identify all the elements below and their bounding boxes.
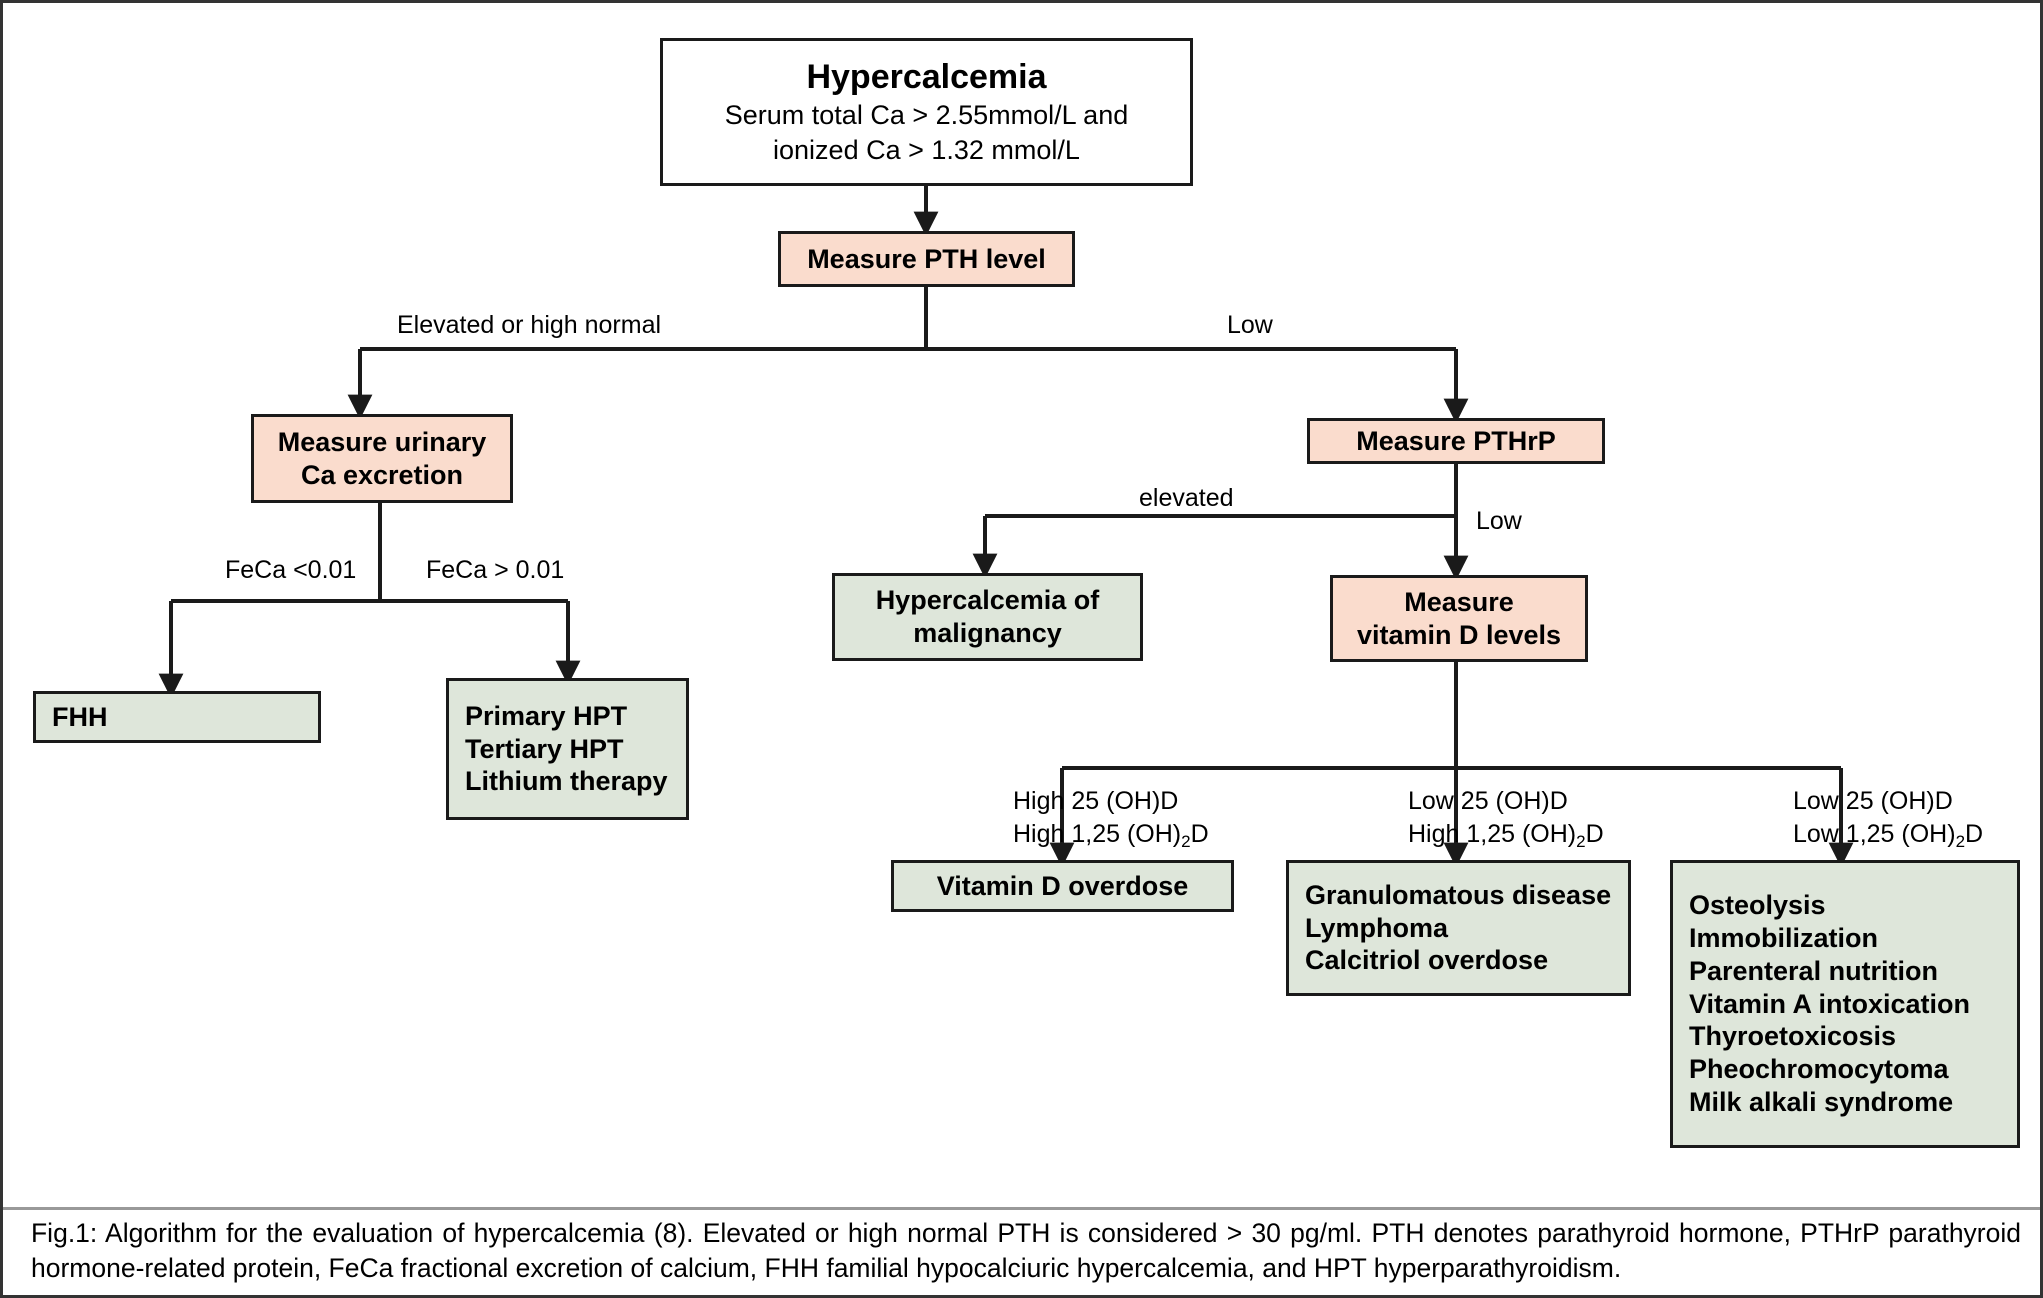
node-hypercalcemia-title: Hypercalcemia [806, 57, 1047, 96]
edge-label-vitd-branch-1-line-2: High 1,25 (OH)2D [1013, 818, 1209, 851]
node-granulomatous-line-1: Granulomatous disease [1305, 879, 1612, 910]
edge-label-vitd-branch-2-line-1: Low 25 (OH)D [1408, 787, 1568, 815]
edge-label-vitd-branch-1: High 25 (OH)D High 1,25 (OH)2D [1013, 785, 1209, 851]
node-other-causes-line-3: Parenteral nutrition [1689, 955, 1939, 986]
edge-label-vitd-branch-2-line-2-post: D [1585, 820, 1604, 848]
node-other-causes-line-4: Vitamin A intoxication [1689, 988, 1971, 1019]
edge-label-feca-high: FeCa > 0.01 [426, 556, 565, 584]
node-measure-pthrp-label: Measure PTHrP [1356, 425, 1556, 456]
edge-label-vitd-branch-2-line-2-sub: 2 [1576, 831, 1586, 851]
node-primary-hpt-line-1: Primary HPT [465, 700, 628, 731]
node-granulomatous-line-2: Lymphoma [1305, 912, 1449, 943]
edge-label-vitd-branch-2-line-2-pre: High 1,25 (OH) [1408, 820, 1577, 848]
node-measure-urinary-ca-excretion: Measure urinary Ca excretion [251, 414, 513, 503]
node-fhh: FHH [33, 691, 321, 743]
edge-label-vitd-branch-1-line-2-sub: 2 [1181, 831, 1191, 851]
node-hypercalcemia-of-malignancy: Hypercalcemia of malignancy [832, 573, 1143, 661]
node-measure-vitd-line-1: Measure [1404, 586, 1514, 617]
node-other-causes-line-7: Milk alkali syndrome [1689, 1087, 1954, 1118]
caption-divider [3, 1207, 2040, 1210]
node-hypercalcemia: Hypercalcemia Serum total Ca > 2.55mmol/… [660, 38, 1193, 186]
edge-label-vitd-branch-3-line-1: Low 25 (OH)D [1793, 787, 1953, 815]
edge-label-vitd-branch-3-line-2-pre: Low 1,25 (OH) [1793, 820, 1956, 848]
edge-label-vitd-branch-1-line-2-pre: High 1,25 (OH) [1013, 820, 1182, 848]
edge-label-vitd-branch-3-line-2: Low 1,25 (OH)2D [1793, 818, 1983, 851]
node-measure-vitd-line-2: vitamin D levels [1356, 619, 1562, 650]
node-other-causes: Osteolysis Immobilization Parenteral nut… [1670, 860, 2020, 1148]
edge-label-vitd-branch-1-line-2-post: D [1190, 820, 1209, 848]
edge-label-vitd-branch-2-line-2: High 1,25 (OH)2D [1408, 818, 1604, 851]
node-other-causes-line-2: Immobilization [1689, 922, 1878, 953]
edge-label-vitd-branch-3-line-2-post: D [1965, 820, 1984, 848]
node-primary-hpt-line-2: Tertiary HPT [465, 733, 624, 764]
node-primary-tertiary-hpt: Primary HPT Tertiary HPT Lithium therapy [446, 678, 689, 820]
node-other-causes-line-1: Osteolysis [1689, 889, 1826, 920]
node-malignancy-line-1: Hypercalcemia of [875, 585, 1100, 616]
node-granulomatous-line-3: Calcitriol overdose [1305, 945, 1549, 976]
edge-label-vitd-branch-3: Low 25 (OH)D Low 1,25 (OH)2D [1793, 785, 1983, 851]
node-primary-hpt-line-3: Lithium therapy [465, 766, 668, 797]
edge-label-pthrp-low: Low [1476, 507, 1522, 535]
node-malignancy-line-2: malignancy [913, 618, 1062, 648]
node-measure-pth-level: Measure PTH level [778, 231, 1075, 287]
figure-caption: Fig.1: Algorithm for the evaluation of h… [31, 1218, 2021, 1284]
node-hypercalcemia-subline-1: Serum total Ca > 2.55mmol/L and [724, 100, 1129, 131]
node-measure-urinary-ca-line-1: Measure urinary [277, 426, 487, 457]
node-other-causes-line-6: Pheochromocytoma [1689, 1054, 1949, 1085]
edge-label-pth-low: Low [1227, 311, 1273, 339]
node-measure-vitamin-d-levels: Measure vitamin D levels [1330, 575, 1588, 662]
edge-label-feca-low: FeCa <0.01 [225, 556, 357, 584]
node-granulomatous-disease: Granulomatous disease Lymphoma Calcitrio… [1286, 860, 1631, 996]
edge-label-pth-elevated: Elevated or high normal [397, 311, 662, 339]
edge-label-vitd-branch-3-line-2-sub: 2 [1955, 831, 1966, 851]
edge-label-pthrp-elevated: elevated [1139, 484, 1234, 512]
edge-label-vitd-branch-1-line-1: High 25 (OH)D [1013, 787, 1179, 815]
edge-label-vitd-branch-2: Low 25 (OH)D High 1,25 (OH)2D [1408, 785, 1604, 851]
node-other-causes-line-5: Thyroetoxicosis [1689, 1021, 1897, 1052]
node-vitd-overdose-label: Vitamin D overdose [936, 870, 1189, 901]
node-measure-pthrp: Measure PTHrP [1307, 418, 1605, 464]
node-measure-urinary-ca-line-2: Ca excretion [300, 459, 464, 490]
node-vitamin-d-overdose: Vitamin D overdose [891, 860, 1234, 912]
node-fhh-label: FHH [52, 701, 108, 732]
node-hypercalcemia-subline-2: ionized Ca > 1.32 mmol/L [773, 135, 1080, 166]
node-measure-pth-label: Measure PTH level [807, 243, 1046, 274]
